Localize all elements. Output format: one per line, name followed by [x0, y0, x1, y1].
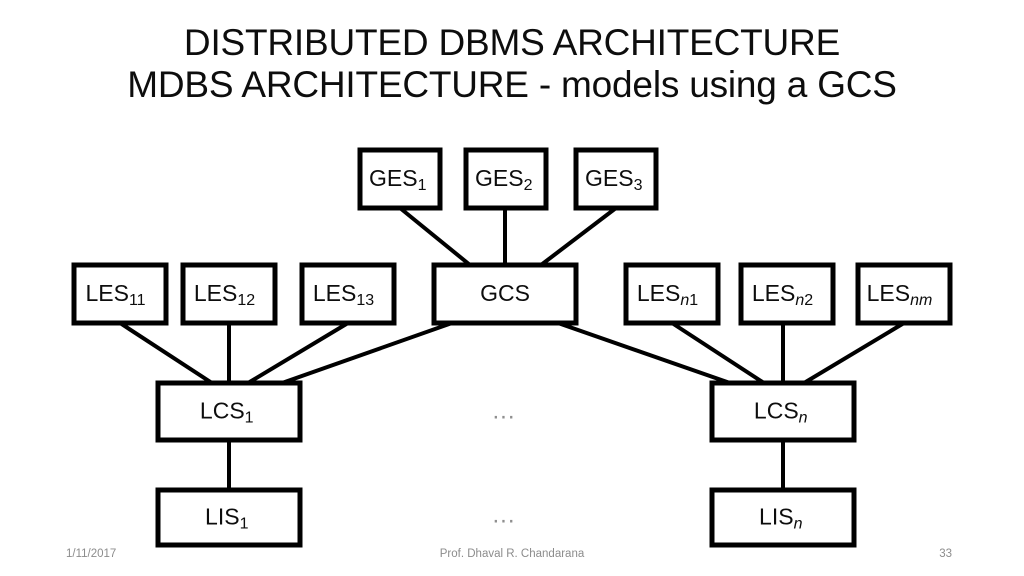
node-label-lesnm: LESnm: [867, 280, 933, 309]
node-label-lcs1: LCS1: [200, 398, 254, 427]
title-line-1: DISTRIBUTED DBMS ARCHITECTURE: [183, 22, 841, 63]
diagram-node-les12[interactable]: LES12: [180, 262, 278, 326]
footer-date: 1/11/2017: [66, 548, 117, 560]
ellipsis-lis-row: ...: [492, 501, 515, 528]
node-box-gcs: [431, 262, 579, 326]
node-box-ges2: [463, 147, 549, 211]
node-label-les11: LES11: [85, 280, 145, 309]
node-box-ges3: [573, 147, 659, 211]
diagram-ellipsis-layer: ......: [492, 397, 515, 528]
diagram-links-layer: [118, 206, 906, 490]
diagram-node-ges2[interactable]: GES2: [463, 147, 549, 211]
node-label-lcsn: LCSn: [754, 398, 808, 427]
slide-footer: 1/11/2017 Prof. Dhaval R. Chandarana 33: [0, 548, 1024, 566]
diagram-node-lcs1[interactable]: LCS1: [155, 380, 303, 443]
diagram-link-gcs-lcsn: [557, 321, 731, 385]
title-line-2: MDBS ARCHITECTURE - models using a GCS: [127, 64, 897, 106]
diagram-node-lisn[interactable]: LISn: [709, 487, 857, 548]
diagram-node-lesn2[interactable]: LESn2: [738, 262, 836, 326]
diagram-link-gcs-lcs1: [281, 321, 453, 385]
node-box-lesn1: [623, 262, 721, 326]
diagram-node-lis1[interactable]: LIS1: [155, 487, 303, 548]
diagram-link-les13-lcs1: [246, 321, 350, 385]
diagram-node-ges1[interactable]: GES1: [357, 147, 443, 211]
node-label-lis1: LIS1: [205, 504, 249, 533]
node-box-lis1: [155, 487, 303, 548]
node-box-les11: [71, 262, 169, 326]
diagram-node-gcs[interactable]: GCS: [431, 262, 579, 326]
diagram-link-ges3-gcs: [539, 206, 618, 267]
node-label-lisn: LISn: [759, 504, 803, 533]
diagram-node-les11[interactable]: LES11: [71, 262, 169, 326]
node-label-ges3: GES3: [585, 165, 643, 194]
diagram-node-les13[interactable]: LES13: [299, 262, 397, 326]
node-box-lcsn: [709, 380, 857, 443]
diagram-link-ges1-gcs: [398, 206, 472, 267]
node-box-les12: [180, 262, 278, 326]
node-box-lcs1: [155, 380, 303, 443]
node-box-lesnm: [855, 262, 953, 326]
node-label-lesn2: LESn2: [752, 280, 813, 309]
node-label-les13: LES13: [313, 280, 374, 309]
node-box-lisn: [709, 487, 857, 548]
node-label-lesn1: LESn1: [637, 280, 698, 309]
footer-page-number: 33: [939, 548, 952, 560]
diagram-node-lcsn[interactable]: LCSn: [709, 380, 857, 443]
diagram-link-les11-lcs1: [118, 321, 214, 385]
ellipsis-lcs-row: ...: [492, 397, 515, 424]
node-box-lesn2: [738, 262, 836, 326]
node-box-les13: [299, 262, 397, 326]
node-label-ges2: GES2: [475, 165, 533, 194]
footer-author: Prof. Dhaval R. Chandarana: [439, 548, 585, 560]
node-box-ges1: [357, 147, 443, 211]
node-label-gcs: GCS: [480, 280, 530, 306]
diagram-node-ges3[interactable]: GES3: [573, 147, 659, 211]
node-label-ges1: GES1: [369, 165, 427, 194]
diagram-node-lesnm[interactable]: LESnm: [855, 262, 953, 326]
node-label-les12: LES12: [194, 280, 255, 309]
diagram-node-lesn1[interactable]: LESn1: [623, 262, 721, 326]
page-title: DISTRIBUTED DBMS ARCHITECTURE MDBS ARCHI…: [0, 22, 1024, 106]
diagram-link-lesn1-lcsn: [670, 321, 766, 385]
diagram-link-lesnm-lcsn: [802, 321, 906, 385]
